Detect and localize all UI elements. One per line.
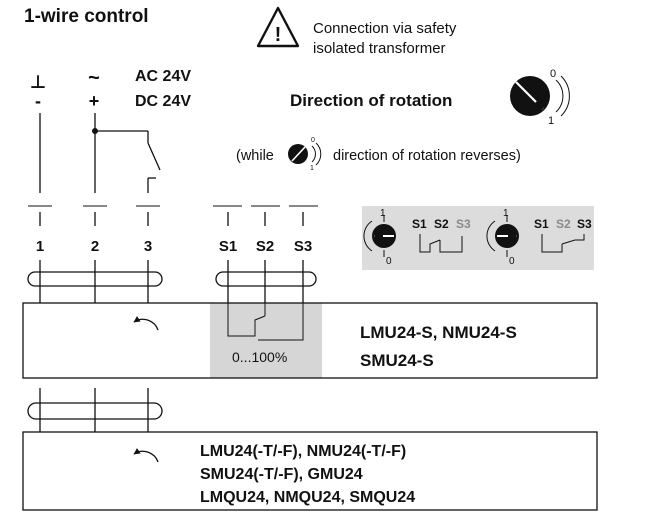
rotation-title: Direction of rotation [290,91,452,110]
legend-left-top: 1 [380,208,386,219]
legend-right-top: 1 [503,208,509,219]
neutral-symbol: - [35,91,41,111]
warning-line-1: Connection via safety [313,20,457,37]
rotation-arrow-icon [133,316,159,331]
device-box-2 [22,431,598,511]
cable-bundle-lower [27,402,163,420]
terminal-2-label: 2 [91,238,99,255]
legend-right-s3: S3 [577,217,592,231]
knob-pos-1: 1 [548,115,554,127]
range-label: 0...100% [232,349,287,365]
svg-text:0: 0 [311,137,315,144]
legend-left-bottom: 0 [386,256,392,267]
rotation-note-prefix: (while [236,148,274,164]
svg-text:!: ! [275,24,282,46]
device-box-1-line-1: LMU24-S, NMU24-S [360,323,517,342]
device-box-1 [22,302,598,379]
terminal-3-label: 3 [144,238,152,255]
dc-24v-label: DC 24V [135,93,191,110]
terminal-ticks [28,205,318,226]
legend-left-s1: S1 [412,217,427,231]
terminal-s1-label: S1 [219,238,237,255]
terminal-s3-label: S3 [294,238,312,255]
aux-switch-legend: 1 0 S1 S2 S3 1 0 S1 S2 S3 [362,206,594,270]
ground-symbol: ⊥ [30,72,46,92]
rotation-arrow-icon-2 [133,448,159,463]
rotation-note-suffix: direction of rotation reverses) [333,148,521,164]
knob-pos-0: 0 [550,68,556,80]
plus-symbol: + [89,91,100,111]
warning-line-2: isolated transformer [313,40,446,57]
diagram-title: 1-wire control [24,6,149,27]
warning-icon: ! [256,6,300,48]
ac-symbol: ~ [88,67,100,89]
device-box-2-line-2: SMU24(-T/-F), GMU24 [200,466,363,483]
device-box-1-line-2: SMU24-S [360,351,434,370]
cable-bundle-upper [27,271,317,287]
control-switch [95,130,161,193]
legend-left-s2: S2 [434,217,449,231]
device-box-2-line-3: LMQU24, NMQU24, SMQU24 [200,489,415,506]
terminal-s2-label: S2 [256,238,274,255]
rotation-knob-icon: 0 1 [510,68,570,127]
device-box-2-line-1: LMU24(-T/-F), NMU24(-T/-F) [200,443,406,460]
legend-right-s2: S2 [556,217,571,231]
svg-text:1: 1 [310,165,314,172]
terminal-1-label: 1 [36,238,44,255]
ac-24v-label: AC 24V [135,68,191,85]
legend-left-s3: S3 [456,217,471,231]
small-knob-icon: 0 1 [288,137,322,172]
legend-right-s1: S1 [534,217,549,231]
legend-right-bottom: 0 [509,256,515,267]
